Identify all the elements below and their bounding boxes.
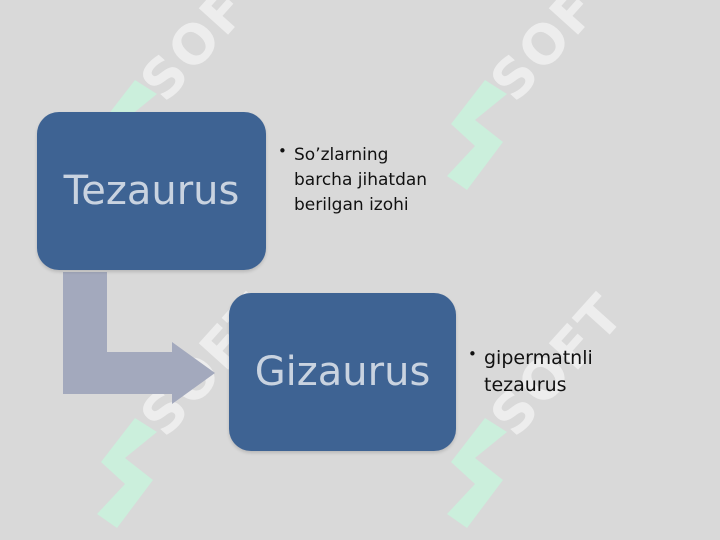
node-bullet-list: gipermatnli tezaurus — [468, 341, 628, 399]
node-label: Gizaurus — [254, 349, 431, 395]
diagram-node-gizaurus: Gizaurus — [229, 293, 456, 451]
node-bullet-list: So’zlarning barcha jihatdan berilgan izo… — [278, 139, 428, 218]
diagram-node-tezaurus: Tezaurus — [37, 112, 266, 270]
bullet-item: gipermatnli tezaurus — [468, 341, 628, 399]
bullet-item: So’zlarning barcha jihatdan berilgan izo… — [278, 139, 428, 218]
node-label: Tezaurus — [63, 168, 240, 214]
